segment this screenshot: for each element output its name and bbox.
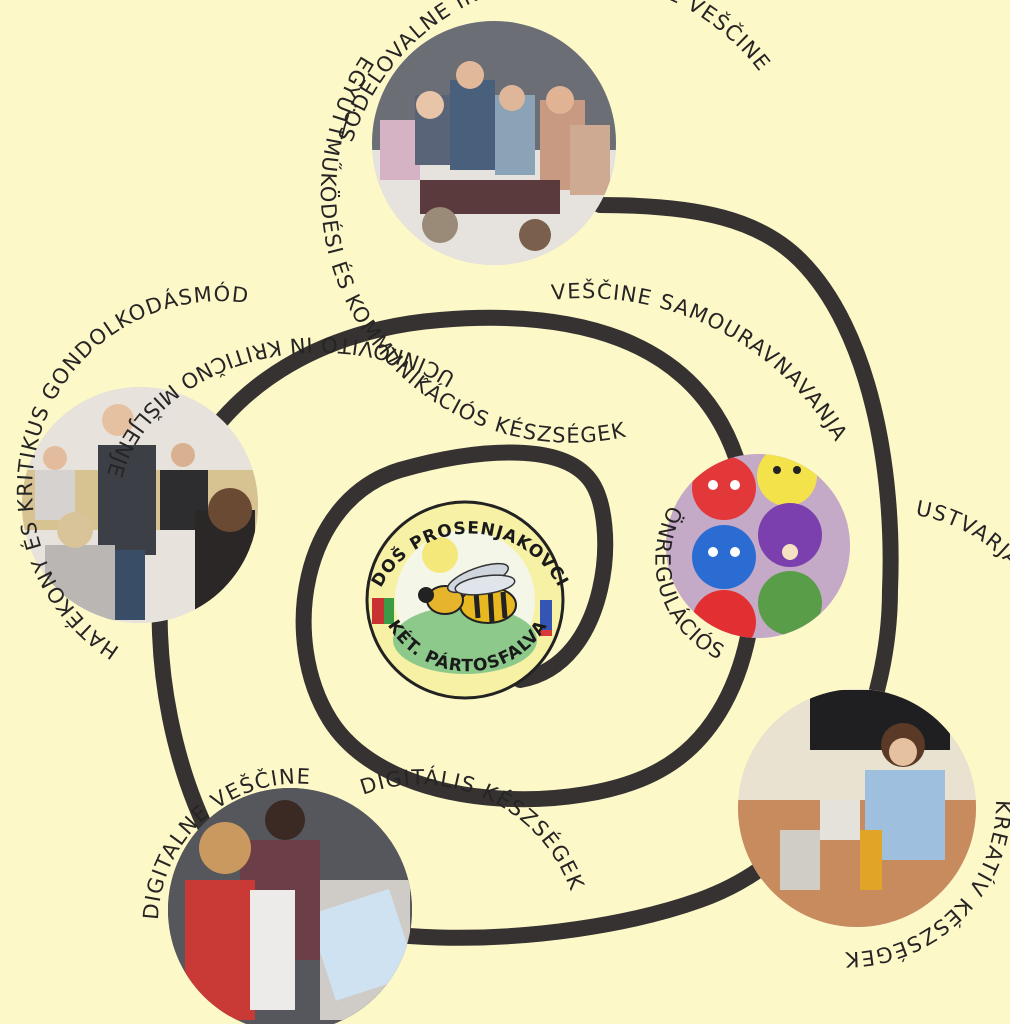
spiral-path: [151, 197, 899, 946]
bee-icon: [418, 562, 517, 624]
label-creative-sl: USTVARJALNE VEŠČINE: [914, 496, 1010, 714]
label-selfreg-sl: VEŠČINE SAMOURAVNAVANJA: [550, 278, 852, 445]
communication-photo: [372, 21, 616, 265]
tablet-photo: [168, 788, 412, 1024]
school-logo: [365, 500, 565, 700]
critical-thinking-photo: [22, 387, 258, 623]
emotion-faces-photo: [666, 454, 850, 638]
crafting-photo: [738, 689, 976, 927]
